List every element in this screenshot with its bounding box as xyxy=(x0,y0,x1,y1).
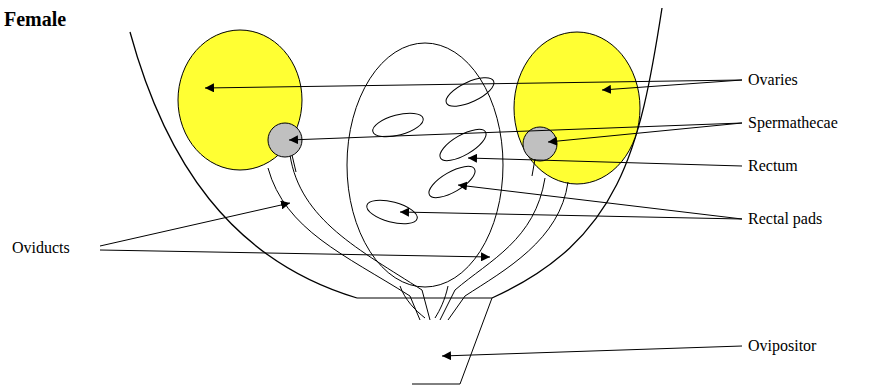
oviduct xyxy=(268,168,420,320)
part-label: Ovipositor xyxy=(748,337,816,355)
ovipositor xyxy=(357,298,492,384)
leader-line xyxy=(289,123,742,140)
leader-line xyxy=(442,346,742,356)
rectal-pad xyxy=(424,160,479,203)
ovary xyxy=(178,30,302,170)
leader-line xyxy=(205,80,742,88)
leader-line xyxy=(548,123,742,142)
leader-line xyxy=(602,80,742,90)
diagram-title: Female xyxy=(4,8,66,30)
part-label: Spermathecae xyxy=(748,114,838,132)
leader-line xyxy=(100,250,490,257)
leader-line xyxy=(468,158,742,166)
rectum xyxy=(347,43,503,287)
spermatheca xyxy=(523,127,557,161)
oviduct xyxy=(448,182,568,320)
oviduct xyxy=(440,178,545,320)
rectal-pad xyxy=(442,72,498,112)
rectal-pad xyxy=(435,123,490,166)
part-label: Rectal pads xyxy=(748,210,822,228)
part-label: Rectum xyxy=(748,157,798,175)
part-label: Oviducts xyxy=(12,239,70,257)
part-label: Ovaries xyxy=(748,71,798,89)
leader-line xyxy=(100,203,290,246)
leader-line xyxy=(400,212,742,219)
spermatheca-duct xyxy=(292,155,296,172)
body-wall xyxy=(492,8,662,298)
oviduct xyxy=(290,155,430,320)
rectum-duct xyxy=(400,286,448,318)
spermatheca-duct xyxy=(532,159,535,176)
